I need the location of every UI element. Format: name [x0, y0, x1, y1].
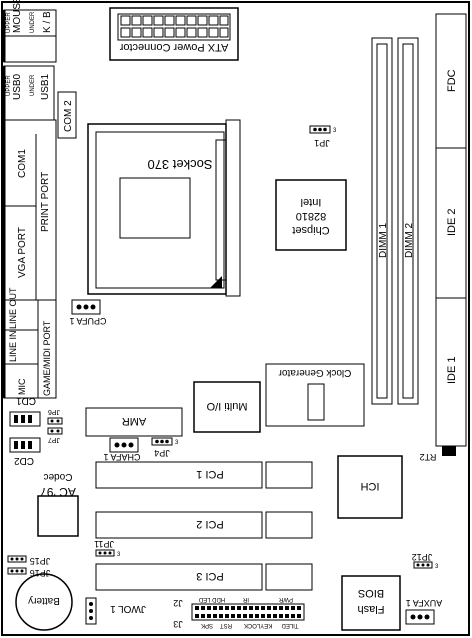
j2-label: J2 [173, 598, 183, 608]
mouse-label: MOUSE [12, 0, 23, 33]
jp1-pin3: 3 [333, 128, 337, 134]
chafa-label: CHAFA 1 [103, 452, 140, 462]
atx-power-connector: ATX Power Connector [109, 7, 239, 61]
jp11-label: JP11 [94, 539, 114, 549]
com2-connector: COM 2 [57, 91, 77, 139]
ich-chip: ICH [337, 455, 403, 519]
pwr-label: PWR [278, 596, 293, 602]
print-port-label: PRINT PORT [40, 172, 51, 232]
audio-ports: LINE OUT LINE IN MIC GAME/MIDI PORT [2, 287, 57, 399]
jp12-pin3: 3 [435, 564, 439, 570]
flash-line1: Flash [358, 603, 385, 615]
vga-port-label: VGA PORT [17, 227, 28, 278]
chassis-fan-header: CHAFA 1 [103, 437, 141, 462]
ide2-label: IDE 2 [446, 208, 458, 236]
com1-label: COM1 [17, 149, 28, 178]
drive-connectors: FDC IDE 2 IDE 1 [435, 13, 467, 447]
jwol-header: JWOL 1 [85, 597, 146, 625]
jp4-label: JP4 [154, 448, 170, 458]
multi-io-chip: Multi I/O [193, 381, 261, 433]
cd2-label: CD2 [14, 455, 34, 466]
atx-power-label: ATX Power Connector [119, 41, 228, 53]
keylock-label: KEYLOCK [244, 622, 272, 628]
cd1-label: CD1 [16, 395, 36, 406]
com2-label: COM 2 [63, 100, 74, 132]
pci1-label: PCI 1 [196, 468, 224, 480]
battery-label: Battery [28, 595, 60, 606]
front-panel-headers: J2 J3 HDD LED IR PWR SPK RST KEYLOCK TIL… [173, 596, 305, 629]
multi-io-label: Multi I/O [206, 400, 247, 412]
pci2-label: PCI 2 [196, 518, 224, 530]
amr-slot: AMR [85, 407, 183, 437]
ide1-label: IDE 1 [446, 356, 458, 384]
rt2-label: RT2 [420, 452, 437, 462]
clock-gen-label: Clock Generator [278, 367, 351, 378]
dimm1-label: DIMM 1 [378, 223, 389, 258]
jp12-label: JP12 [412, 552, 433, 562]
usb0-upper-label: UPPER [6, 75, 12, 96]
chipset-line1: Intel [301, 196, 322, 208]
ps2-ports: UPPER MOUSE UNDER K / B [2, 0, 57, 63]
cpufa-label: CPUFA 1 [69, 316, 106, 326]
ac97-codec: Codec AC '97 [37, 471, 79, 537]
chipset-line2: 82810 [296, 210, 327, 222]
keyboard-label: K / B [42, 11, 53, 33]
ir-label: IR [242, 596, 249, 602]
kb-under-label: UNDER [30, 11, 36, 33]
jp4-pin3: 3 [175, 440, 179, 446]
flash-bios: BIOS Flash [341, 575, 401, 631]
chipset-line3: Chipset [292, 224, 329, 236]
chipset: Intel 82810 Chipset [275, 179, 347, 251]
mouse-upper-label: UPPER [6, 12, 12, 33]
rear-io-ports: COM1 PRINT PORT VGA PORT [2, 119, 57, 301]
cpu-fan-header: CPUFA 1 [69, 299, 107, 326]
jp4-jumper: 3 JP4 [151, 437, 179, 458]
ich-label: ICH [360, 480, 379, 492]
jp16-label: JP16 [30, 568, 51, 578]
dimm-slots: DIMM 1 DIMM 2 [371, 37, 419, 405]
game-midi-label: GAME/MIDI PORT [42, 320, 52, 396]
pci3-label: PCI 3 [196, 570, 224, 582]
cpu-socket: Socket 370 [87, 119, 241, 297]
flash-line2: BIOS [358, 587, 384, 599]
jp15-jp16-jumpers: JP15 JP16 [7, 555, 51, 578]
jwol-label: JWOL 1 [110, 603, 146, 614]
usb0-label: USB0 [12, 73, 23, 100]
line-in-label: LINE IN [8, 330, 18, 362]
aux-fan-header: AUXFA 1 [405, 598, 443, 625]
jp15-label: JP15 [30, 556, 51, 566]
line-out-label: LINE OUT [8, 287, 18, 329]
battery: Battery [15, 573, 73, 631]
cd-headers: CD1 JP6 JP7 CD2 [9, 395, 63, 466]
j3-label: J3 [173, 619, 183, 629]
rt2-sensor: RT2 [420, 446, 456, 462]
mic-label: MIC [17, 378, 27, 395]
usb1-label: USB1 [40, 73, 51, 100]
fdc-label: FDC [446, 69, 458, 92]
codec-line2: Codec [44, 471, 73, 482]
hdd-led-label: HDD LED [198, 596, 225, 602]
jp7-label: JP7 [48, 436, 60, 443]
usb-ports: UPPER USB0 UNDER USB1 [2, 65, 55, 121]
jp11-pin3: 3 [117, 552, 121, 558]
tiled-label: TILED [281, 622, 299, 628]
jp11-jumper: 3 JP11 [94, 539, 121, 558]
jp6-label: JP6 [48, 408, 60, 415]
usb1-under-label: UNDER [30, 74, 36, 96]
auxfa-label: AUXFA 1 [406, 598, 443, 608]
spk-label: SPK [201, 622, 213, 628]
amr-label: AMR [122, 415, 147, 427]
clock-generator: Clock Generator [265, 363, 365, 427]
jp1-label: JP1 [314, 138, 330, 148]
jp12-jumper: 3 JP12 [412, 552, 439, 570]
jp1-jumper: 3 JP1 [309, 125, 337, 148]
pci-slots: PCI 1 PCI 2 PCI 3 [95, 461, 313, 591]
socket-label: Socket 370 [147, 157, 212, 172]
codec-line1: AC '97 [40, 485, 76, 499]
rst-label: RST [220, 622, 232, 628]
dimm2-label: DIMM 2 [404, 223, 415, 258]
